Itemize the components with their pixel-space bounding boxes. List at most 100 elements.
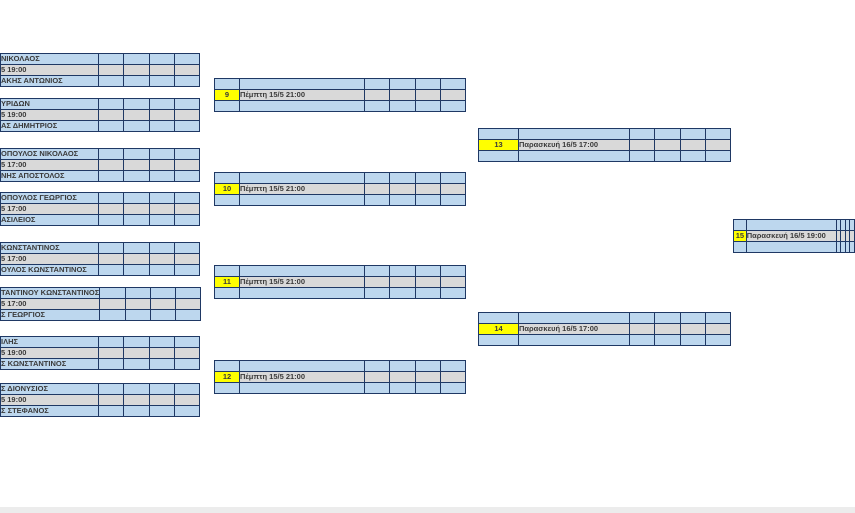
score-cell[interactable] bbox=[99, 298, 126, 310]
score-cell[interactable] bbox=[99, 309, 126, 321]
player-name-cell[interactable]: ΑΣΙΛΕΙΟΣ bbox=[0, 214, 99, 226]
score-cell[interactable] bbox=[389, 172, 416, 184]
score-cell[interactable] bbox=[439, 265, 467, 277]
score-cell[interactable] bbox=[123, 98, 150, 110]
player-name-cell[interactable]: ΑΣ ΔΗΜΗΤΡΙΟΣ bbox=[0, 120, 99, 132]
score-cell[interactable] bbox=[654, 334, 681, 346]
score-cell[interactable] bbox=[389, 276, 416, 288]
match-number-cell[interactable]: 15 bbox=[733, 230, 747, 242]
player-name-cell[interactable]: ΟΠΟΥΛΟΣ ΓΕΩΡΓΙΟΣ bbox=[0, 192, 99, 204]
score-cell[interactable] bbox=[97, 214, 125, 226]
score-cell[interactable] bbox=[148, 336, 175, 348]
score-cell[interactable] bbox=[679, 128, 706, 140]
score-cell[interactable] bbox=[123, 159, 150, 171]
player-name-cell[interactable]: Σ ΓΕΩΡΓΙΟΣ bbox=[0, 309, 101, 321]
score-cell[interactable] bbox=[149, 287, 177, 299]
score-cell[interactable] bbox=[173, 405, 201, 417]
match-number-cell[interactable] bbox=[214, 287, 240, 299]
score-cell[interactable] bbox=[363, 183, 391, 195]
score-cell[interactable] bbox=[97, 405, 125, 417]
match-number-cell[interactable] bbox=[214, 100, 240, 112]
score-cell[interactable] bbox=[628, 312, 656, 324]
score-cell[interactable] bbox=[97, 148, 125, 160]
score-cell[interactable] bbox=[148, 347, 175, 359]
score-cell[interactable] bbox=[123, 192, 150, 204]
score-cell[interactable] bbox=[849, 230, 855, 242]
score-cell[interactable] bbox=[123, 347, 150, 359]
score-cell[interactable] bbox=[389, 194, 416, 206]
score-cell[interactable] bbox=[414, 194, 441, 206]
score-cell[interactable] bbox=[97, 264, 125, 276]
score-cell[interactable] bbox=[173, 170, 201, 182]
score-cell[interactable] bbox=[97, 159, 125, 171]
match-time-cell[interactable]: 5 19:00 bbox=[0, 394, 99, 406]
score-cell[interactable] bbox=[679, 323, 706, 335]
score-cell[interactable] bbox=[123, 214, 150, 226]
score-cell[interactable] bbox=[439, 194, 467, 206]
match-number-cell[interactable] bbox=[214, 360, 240, 372]
score-cell[interactable] bbox=[704, 150, 732, 162]
score-cell[interactable] bbox=[97, 75, 125, 87]
match-number-cell[interactable] bbox=[214, 265, 240, 277]
score-cell[interactable] bbox=[704, 139, 732, 151]
match-time-cell[interactable]: Παρασκευή 16/5 19:00 bbox=[745, 230, 837, 242]
player-name-cell[interactable] bbox=[518, 334, 630, 346]
match-time-cell[interactable]: Πέμπτη 15/5 21:00 bbox=[239, 276, 365, 288]
score-cell[interactable] bbox=[439, 360, 467, 372]
player-name-cell[interactable]: ΤΑΝΤΙΝΟΥ ΚΩΝΣΤΑΝΤΙΝΟΣ bbox=[0, 287, 101, 299]
score-cell[interactable] bbox=[414, 100, 441, 112]
player-name-cell[interactable] bbox=[518, 312, 630, 324]
score-cell[interactable] bbox=[414, 360, 441, 372]
player-name-cell[interactable] bbox=[745, 241, 837, 253]
score-cell[interactable] bbox=[148, 253, 175, 265]
score-cell[interactable] bbox=[123, 264, 150, 276]
player-name-cell[interactable] bbox=[239, 360, 365, 372]
score-cell[interactable] bbox=[439, 89, 467, 101]
score-cell[interactable] bbox=[123, 148, 150, 160]
score-cell[interactable] bbox=[99, 287, 126, 299]
score-cell[interactable] bbox=[363, 382, 391, 394]
score-cell[interactable] bbox=[148, 394, 175, 406]
score-cell[interactable] bbox=[849, 241, 855, 253]
score-cell[interactable] bbox=[439, 276, 467, 288]
player-name-cell[interactable] bbox=[239, 382, 365, 394]
score-cell[interactable] bbox=[363, 78, 391, 90]
score-cell[interactable] bbox=[363, 100, 391, 112]
score-cell[interactable] bbox=[439, 100, 467, 112]
score-cell[interactable] bbox=[173, 242, 201, 254]
score-cell[interactable] bbox=[148, 192, 175, 204]
score-cell[interactable] bbox=[148, 358, 175, 370]
score-cell[interactable] bbox=[124, 287, 151, 299]
score-cell[interactable] bbox=[173, 214, 201, 226]
match-number-cell[interactable] bbox=[478, 334, 519, 346]
score-cell[interactable] bbox=[173, 120, 201, 132]
score-cell[interactable] bbox=[123, 336, 150, 348]
score-cell[interactable] bbox=[363, 172, 391, 184]
score-cell[interactable] bbox=[148, 242, 175, 254]
score-cell[interactable] bbox=[389, 89, 416, 101]
score-cell[interactable] bbox=[414, 371, 441, 383]
score-cell[interactable] bbox=[148, 148, 175, 160]
score-cell[interactable] bbox=[173, 394, 201, 406]
score-cell[interactable] bbox=[414, 89, 441, 101]
score-cell[interactable] bbox=[123, 358, 150, 370]
score-cell[interactable] bbox=[148, 405, 175, 417]
score-cell[interactable] bbox=[148, 264, 175, 276]
score-cell[interactable] bbox=[97, 192, 125, 204]
score-cell[interactable] bbox=[363, 276, 391, 288]
score-cell[interactable] bbox=[654, 323, 681, 335]
score-cell[interactable] bbox=[628, 139, 656, 151]
score-cell[interactable] bbox=[654, 312, 681, 324]
match-number-cell[interactable]: 11 bbox=[214, 276, 240, 288]
score-cell[interactable] bbox=[389, 287, 416, 299]
match-number-cell[interactable] bbox=[478, 128, 519, 140]
score-cell[interactable] bbox=[679, 139, 706, 151]
player-name-cell[interactable] bbox=[239, 78, 365, 90]
player-name-cell[interactable]: ΝΙΚΟΛΑΟΣ bbox=[0, 53, 99, 65]
score-cell[interactable] bbox=[414, 287, 441, 299]
score-cell[interactable] bbox=[389, 265, 416, 277]
score-cell[interactable] bbox=[414, 172, 441, 184]
score-cell[interactable] bbox=[148, 98, 175, 110]
score-cell[interactable] bbox=[149, 298, 177, 310]
score-cell[interactable] bbox=[679, 312, 706, 324]
